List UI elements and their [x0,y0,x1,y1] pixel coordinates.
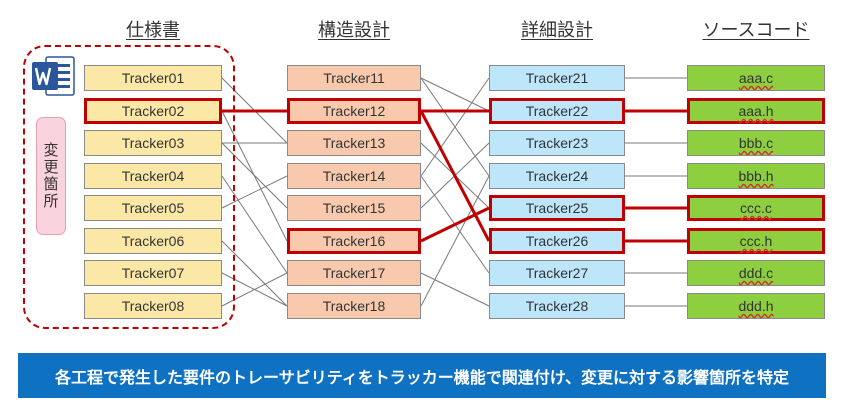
item-label: Tracker05 [121,200,185,216]
highlighted-link-3 [420,206,490,243]
structure-item-8[interactable]: Tracker18 [287,293,421,319]
source-item-2[interactable]: aaa.h [687,98,825,124]
item-label: Tracker28 [525,298,589,314]
item-label: ccc.c [740,200,772,216]
detail-item-6[interactable]: Tracker26 [489,228,625,254]
item-label: Tracker22 [525,103,589,119]
structure-item-3[interactable]: Tracker13 [287,130,421,156]
structure-item-2[interactable]: Tracker12 [287,98,421,124]
link-6 [221,175,288,209]
link-4 [221,142,288,209]
link-5 [221,175,288,274]
structure-item-4[interactable]: Tracker14 [287,163,421,189]
item-label: aaa.h [738,103,774,119]
item-label: Tracker16 [322,233,386,249]
spec-item-2[interactable]: Tracker02 [84,98,222,124]
detail-item-1[interactable]: Tracker21 [489,65,625,91]
source-item-6[interactable]: ccc.h [687,228,825,254]
item-label: Tracker03 [121,135,185,151]
source-item-4[interactable]: bbb.h [687,163,825,189]
structure-item-6[interactable]: Tracker16 [287,228,421,254]
spec-item-4[interactable]: Tracker04 [84,163,222,189]
word-document-icon [32,55,76,97]
spec-item-8[interactable]: Tracker08 [84,293,222,319]
item-label: Tracker27 [525,265,589,281]
item-label: ddd.c [738,265,774,281]
link-10 [420,77,490,112]
item-label: Tracker24 [525,168,589,184]
source-item-5[interactable]: ccc.c [687,195,825,221]
summary-text: 各工程で発生した要件のトレーサビリティをトラッカー機能で関連付け、変更に対する影… [55,367,789,387]
structure-item-5[interactable]: Tracker15 [287,195,421,221]
item-label: Tracker07 [121,265,185,281]
item-label: aaa.c [738,70,774,86]
detail-item-3[interactable]: Tracker23 [489,130,625,156]
spec-item-6[interactable]: Tracker06 [84,228,222,254]
source-item-1[interactable]: aaa.c [687,65,825,91]
item-label: bbb.h [738,168,774,184]
source-item-7[interactable]: ddd.c [687,260,825,286]
item-label: Tracker14 [322,168,386,184]
item-label: Tracker12 [322,103,386,119]
item-label: Tracker18 [322,298,386,314]
change-label-text: 変更箇所 [41,142,60,210]
highlighted-link-2 [419,110,491,242]
link-9 [221,272,288,307]
spec-item-1[interactable]: Tracker01 [84,65,222,91]
item-label: Tracker21 [525,70,589,86]
link-19 [420,272,490,307]
item-label: ddd.h [738,298,774,314]
spec-item-3[interactable]: Tracker03 [84,130,222,156]
item-label: ccc.h [739,233,773,249]
column-header-source: ソースコード [702,20,810,41]
item-label: Tracker25 [525,200,589,216]
item-label: Tracker08 [121,298,185,314]
detail-item-2[interactable]: Tracker22 [489,98,625,124]
source-item-3[interactable]: bbb.c [687,130,825,156]
column-header-spec: 仕様書 [126,20,180,41]
link-15 [420,77,490,177]
item-label: Tracker02 [121,103,185,119]
structure-item-7[interactable]: Tracker17 [287,260,421,286]
change-location-label: 変更箇所 [36,117,66,235]
item-label: Tracker01 [121,70,185,86]
link-20 [420,175,490,307]
item-label: Tracker26 [525,233,589,249]
item-label: Tracker06 [121,233,185,249]
item-label: Tracker17 [322,265,386,281]
summary-banner: 各工程で発生した要件のトレーサビリティをトラッカー機能で関連付け、変更に対する影… [18,353,826,398]
column-header-structure: 構造設計 [318,20,390,41]
detail-item-4[interactable]: Tracker24 [489,163,625,189]
item-label: bbb.c [738,135,774,151]
item-label: Tracker23 [525,135,589,151]
detail-item-5[interactable]: Tracker25 [489,195,625,221]
item-label: Tracker11 [323,70,385,86]
source-item-8[interactable]: ddd.h [687,293,825,319]
change-area-frame [23,45,235,329]
item-label: Tracker13 [322,135,386,151]
spec-item-5[interactable]: Tracker05 [84,195,222,221]
structure-item-1[interactable]: Tracker11 [287,65,421,91]
detail-item-8[interactable]: Tracker28 [489,293,625,319]
spec-item-7[interactable]: Tracker07 [84,260,222,286]
link-7 [221,240,288,307]
column-header-detail: 詳細設計 [521,20,593,41]
detail-item-7[interactable]: Tracker27 [489,260,625,286]
item-label: Tracker04 [121,168,185,184]
item-label: Tracker15 [322,200,386,216]
